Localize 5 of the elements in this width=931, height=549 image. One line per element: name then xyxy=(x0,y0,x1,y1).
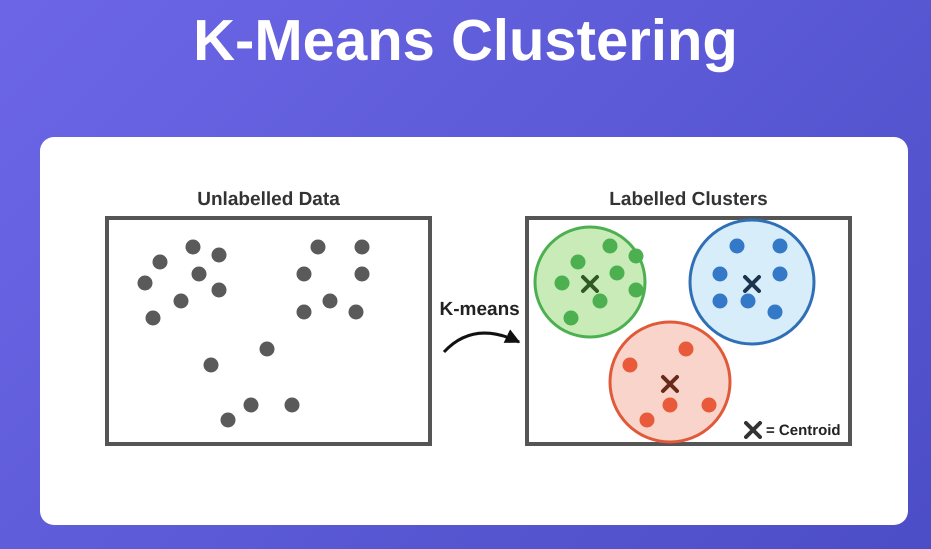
curved-arrow xyxy=(442,330,520,354)
legend-label: = Centroid xyxy=(766,422,841,438)
page-title: K-Means Clustering xyxy=(192,7,739,75)
panel-heading: Labelled Clusters xyxy=(608,188,769,212)
panel-heading: Unlabelled Data xyxy=(196,188,341,212)
